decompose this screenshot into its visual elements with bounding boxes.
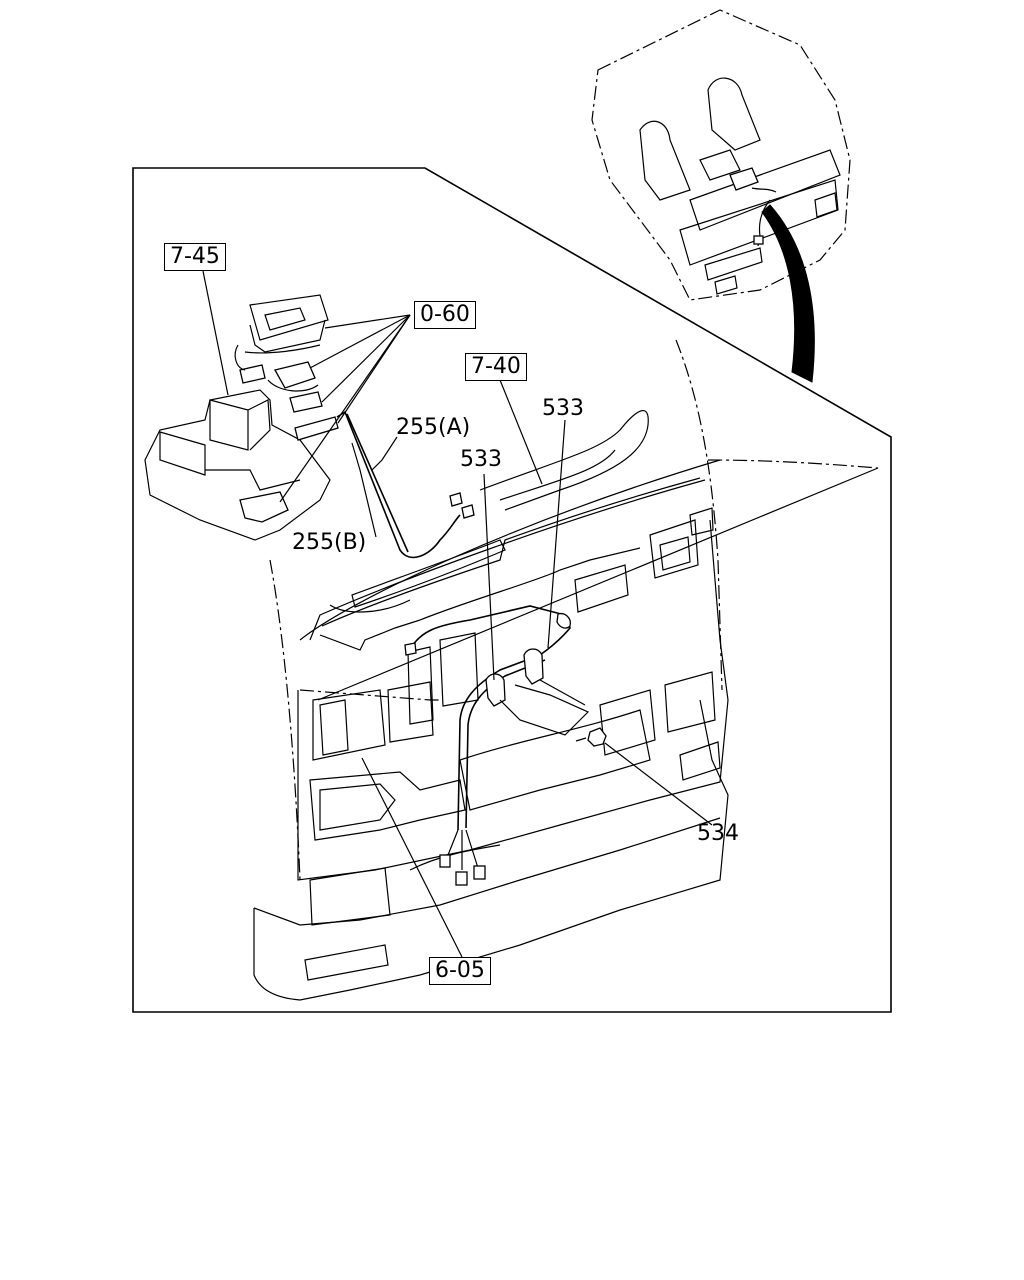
part-label-255b: 255(B) — [292, 530, 367, 555]
dash-panel — [253, 339, 879, 1001]
cab-locator-inset — [591, 9, 851, 301]
detail-frame — [132, 167, 892, 1013]
control-unit-assembly — [144, 294, 339, 541]
callout-0-60: 0-60 — [414, 301, 476, 329]
part-label-534: 534 — [697, 821, 739, 846]
part-label-255a: 255(A) — [396, 415, 471, 440]
callout-6-05: 6-05 — [429, 957, 491, 985]
callout-7-45: 7-45 — [164, 243, 226, 271]
callout-7-40: 7-40 — [465, 353, 527, 381]
locator-arrow — [761, 204, 815, 383]
wiring-harness — [336, 410, 607, 886]
part-label-533-lower: 533 — [460, 447, 502, 472]
part-label-533-upper: 533 — [542, 396, 584, 421]
leader-lines — [202, 270, 713, 958]
